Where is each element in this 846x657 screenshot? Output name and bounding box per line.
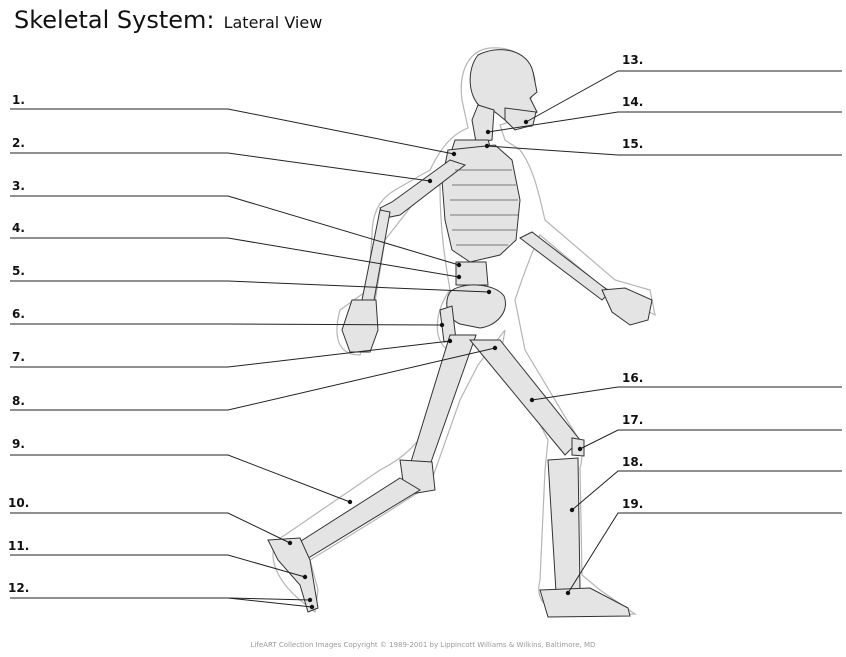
lumbar-spine — [455, 261, 489, 286]
rib-cage — [441, 144, 521, 263]
leader-dot-10 — [287, 540, 293, 546]
near-foot — [267, 537, 319, 613]
far-foot — [539, 587, 631, 618]
rib-lines — [450, 169, 518, 246]
leader-dots — [287, 119, 583, 610]
hand-far — [601, 287, 653, 326]
leader-line-13 — [525, 70, 842, 123]
label-9: 9. — [12, 437, 25, 451]
leader-lines — [10, 70, 842, 608]
leader-dot-14 — [485, 129, 491, 135]
leader-dot-8 — [492, 345, 498, 351]
leader-dot-19 — [565, 590, 571, 596]
leader-dot-1 — [451, 151, 457, 157]
label-18: 18. — [622, 455, 644, 469]
label-11: 11. — [8, 539, 30, 553]
title-sub: Lateral View — [223, 13, 323, 32]
leader-dot-5 — [486, 289, 492, 295]
diagram-title: Skeletal System: Lateral View — [14, 6, 322, 34]
leader-line-6 — [10, 323, 443, 326]
leader-dot-13 — [523, 119, 529, 125]
leader-dot-17 — [577, 446, 583, 452]
far-patella — [571, 437, 585, 457]
mandible — [504, 107, 537, 131]
leader-line-12b — [227, 597, 311, 601]
leader-line-14 — [487, 111, 842, 133]
label-4: 4. — [12, 221, 25, 235]
leader-line-2 — [10, 152, 431, 182]
label-16: 16. — [622, 371, 644, 385]
label-5: 5. — [12, 264, 25, 278]
label-12: 12. — [8, 581, 30, 595]
leader-dot-12b — [307, 597, 313, 603]
leader-dot-12 — [309, 604, 315, 610]
skeleton-bones — [267, 49, 653, 618]
label-2: 2. — [12, 136, 25, 150]
leader-line-1 — [10, 108, 455, 155]
leader-line-5 — [10, 280, 490, 293]
leader-line-4 — [10, 237, 460, 278]
leader-line-8 — [10, 347, 496, 411]
label-17: 17. — [622, 413, 644, 427]
leader-line-3 — [10, 195, 460, 266]
label-13: 13. — [622, 53, 644, 67]
leader-line-17 — [579, 429, 842, 450]
leader-dot-2 — [427, 178, 433, 184]
label-3: 3. — [12, 179, 25, 193]
label-14: 14. — [622, 95, 644, 109]
label-19: 19. — [622, 497, 644, 511]
leader-dot-3 — [456, 262, 462, 268]
label-8: 8. — [12, 394, 25, 408]
leader-dot-18 — [569, 507, 575, 513]
leader-dot-11 — [302, 574, 308, 580]
far-tibia — [547, 457, 581, 593]
leader-dot-7 — [447, 338, 453, 344]
leader-line-19 — [567, 512, 842, 594]
leader-dot-9 — [347, 499, 353, 505]
leader-dot-4 — [456, 274, 462, 280]
cervical-spine — [471, 104, 495, 143]
copyright-credit: LifeART Collection Images Copyright © 19… — [250, 641, 596, 649]
leader-dot-6 — [439, 322, 445, 328]
leader-dot-15 — [484, 143, 490, 149]
label-15: 15. — [622, 137, 644, 151]
leader-line-10 — [10, 512, 291, 544]
hand-near — [341, 299, 379, 353]
leader-dot-16 — [529, 397, 535, 403]
leader-line-15 — [486, 145, 842, 156]
label-7: 7. — [12, 350, 25, 364]
leader-line-7 — [10, 340, 451, 368]
far-arm — [519, 231, 611, 301]
leader-line-11 — [10, 554, 306, 578]
far-femur — [468, 339, 581, 456]
leader-line-16 — [531, 386, 842, 401]
label-1: 1. — [12, 93, 25, 107]
title-main: Skeletal System: — [14, 6, 215, 34]
near-tibia — [289, 477, 421, 561]
label-6: 6. — [12, 307, 25, 321]
leader-line-18 — [571, 470, 842, 511]
leader-line-9 — [10, 454, 351, 503]
body-silhouette — [272, 47, 656, 616]
label-10: 10. — [8, 496, 30, 510]
